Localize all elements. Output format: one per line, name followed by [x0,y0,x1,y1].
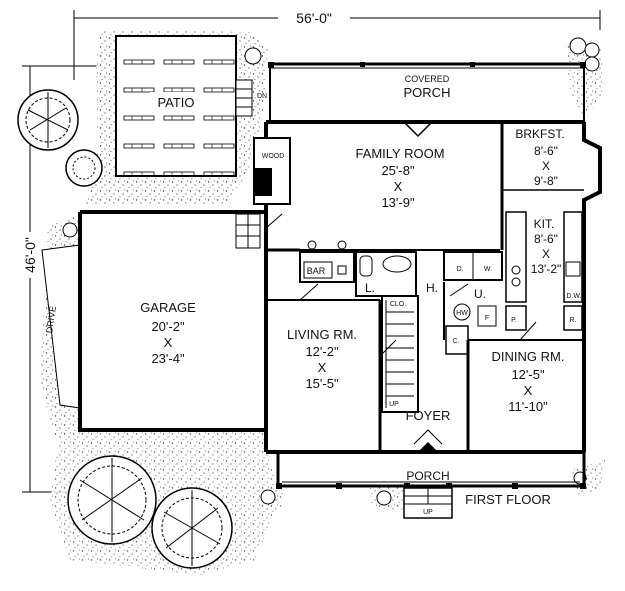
breakfast-x: X [542,159,550,173]
pantry-label: P. [511,317,517,324]
garage-label: GARAGE [140,300,196,315]
porch-label: PORCH [406,469,449,483]
interior-walls [266,122,584,452]
tree-top-left-icon [17,89,103,187]
kitchen-x: X [542,247,550,261]
patio-label: PATIO [157,95,194,110]
living-room-labels: LIVING RM. 12'-2" X 15'-5" [287,327,357,391]
breakfast-width: 8'-6" [534,144,558,158]
family-room-depth: 13'-9" [381,195,415,210]
laundry-label: L. [365,281,375,295]
kitchen-depth: 13'-2" [531,262,562,276]
covered-porch-label-2: PORCH [404,85,451,100]
washer-label: W. [484,266,492,273]
dining-room-label: DINING RM. [492,349,565,364]
living-room-depth: 15'-5" [305,376,339,391]
shrub-small-icon [62,47,262,238]
garage-width: 20'-2" [151,319,185,334]
floor-level-label: FIRST FLOOR [465,492,551,507]
family-room-door [403,121,433,138]
living-room-x: X [318,360,327,375]
door-swings [265,213,537,357]
garage-depth: 23'-4" [151,351,185,366]
dishwasher-label: D.W. [566,293,581,300]
family-room-width: 25'-8" [381,163,415,178]
patio: PATIO [115,35,237,177]
porch-steps-up-label: UP [423,509,433,516]
bar-label: BAR [307,266,326,276]
dryer-label: D. [457,266,464,273]
hall-label: H. [426,281,438,295]
closet-c-label: C. [453,338,460,345]
kitchen-label: KIT. [534,217,555,231]
breakfast-label: BRKFST. [515,127,564,141]
garage-x: X [164,335,173,350]
living-room-width: 12'-2" [305,344,339,359]
dining-room-depth: 11'-10" [508,399,548,414]
kitchen-labels: KIT. 8'-6" X 13'-2" [531,217,562,276]
water-heater-label: HW [456,310,468,317]
foyer-label: FOYER [406,408,451,423]
tree-bottom-left-icon [67,455,233,569]
kitchen-width: 8'-6" [534,232,558,246]
dining-room-labels: DINING RM. 12'-5" X 11'-10" [492,349,565,414]
stair-up-label: UP [389,401,399,408]
utility-label: U. [474,287,486,301]
wood-box-label: WOOD [262,153,285,160]
refrigerator-label: R. [570,317,577,324]
shrub-top-right-icon [569,37,600,72]
furnace-label: F [485,315,489,322]
living-room-label: LIVING RM. [287,327,357,342]
breakfast-labels: BRKFST. 8'-6" X 9'-8" [515,127,564,188]
breakfast-depth: 9'-8" [534,174,558,188]
dining-room-width: 12'-5" [511,367,545,382]
garage-steps [235,213,261,249]
front-steps [403,487,453,519]
drive-label: DRIVE [44,305,58,334]
dining-room-x: X [524,383,533,398]
dimension-width-label: 56'-0" [296,10,332,26]
covered-porch: COVERED PORCH [268,62,586,124]
family-room-label: FAMILY ROOM [355,146,444,161]
garage-labels: GARAGE 20'-2" X 23'-4" [140,300,196,366]
patio-steps: DN [235,79,267,117]
family-room-x: X [394,179,403,194]
dimension-depth-label: 46'-0" [22,237,38,273]
fireplace: WOOD [253,137,291,205]
drive: DRIVE [41,244,81,409]
family-room-labels: FAMILY ROOM 25'-8" X 13'-9" [355,146,444,210]
patio-stairs-down-label: DN [257,93,267,100]
covered-porch-label-1: COVERED [405,74,450,84]
closet-label: CLO. [390,301,406,308]
dimension-width: 56'-0" [73,9,601,80]
front-porch [276,429,586,489]
